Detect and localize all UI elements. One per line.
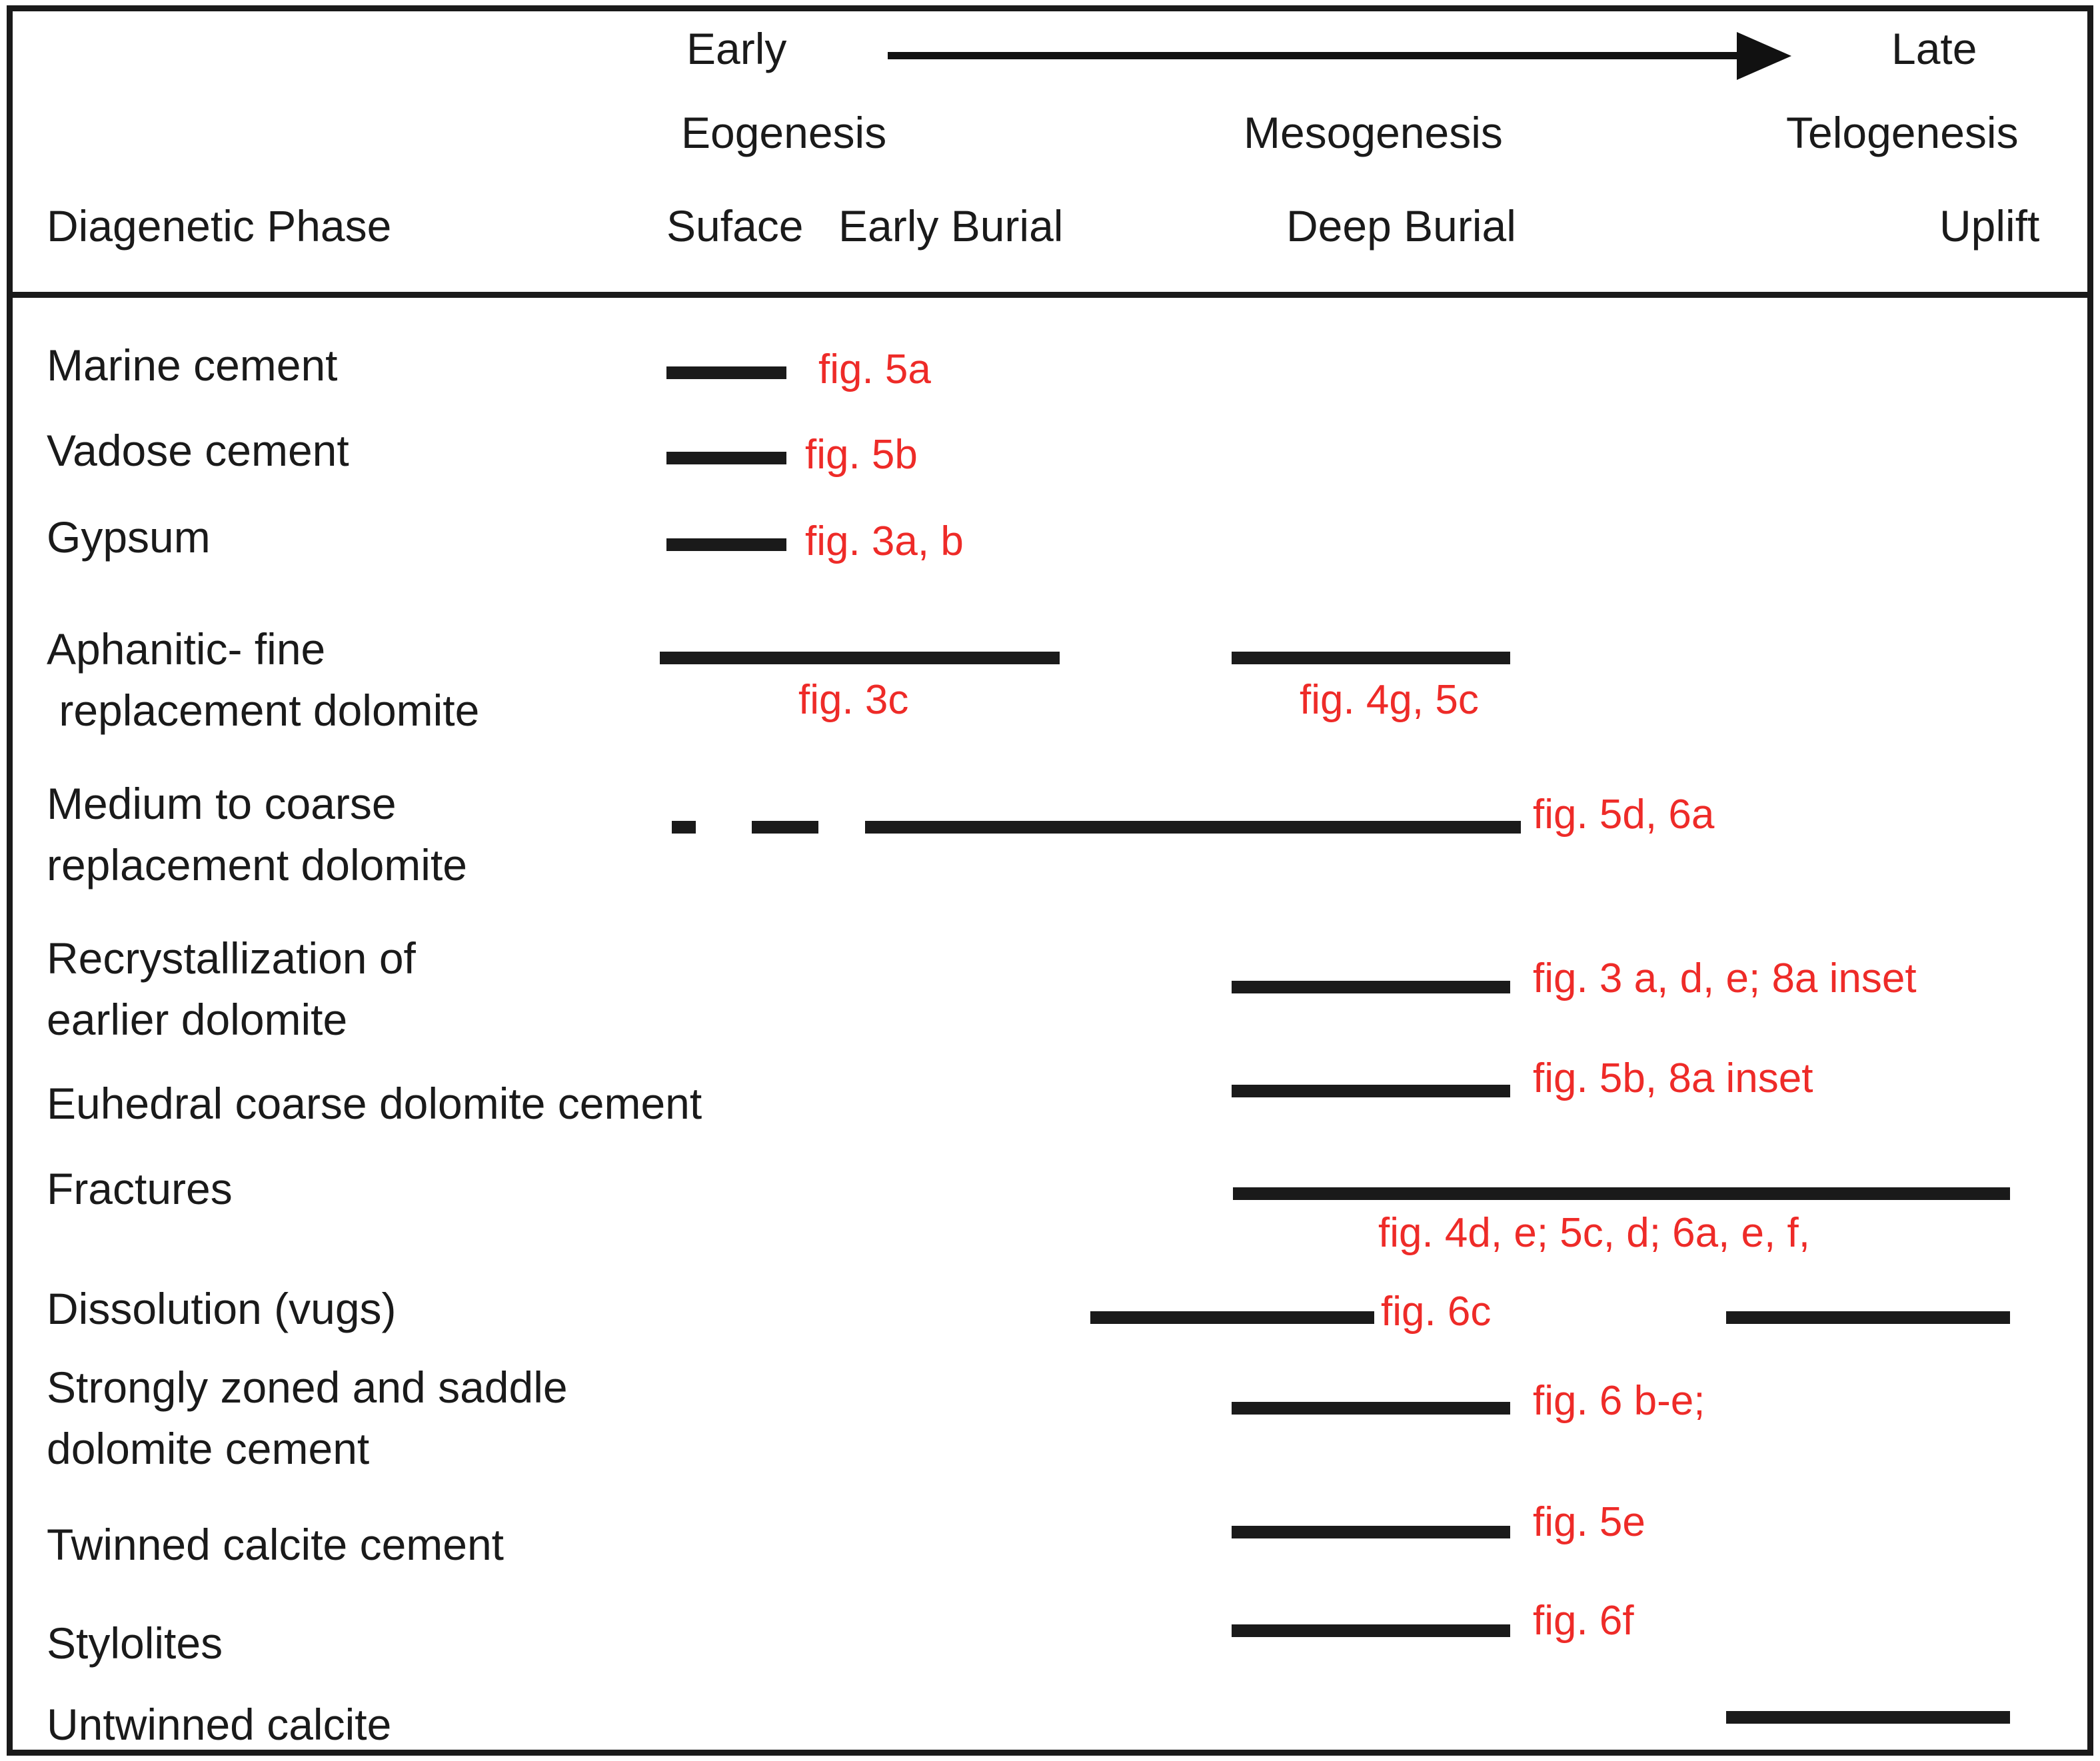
row-label-vadose-cement: Vadose cement xyxy=(47,426,349,475)
figref-gypsum: fig. 3a, b xyxy=(805,518,964,564)
bar-medium-coarse-main xyxy=(865,821,1521,834)
row-label-gypsum: Gypsum xyxy=(47,512,211,562)
figref-stylolites: fig. 6f xyxy=(1533,1598,1634,1644)
setting-early-burial-label: Early Burial xyxy=(838,201,1064,251)
bar-dissolution-1 xyxy=(1090,1311,1374,1324)
figref-recrystallization: fig. 3 a, d, e; 8a inset xyxy=(1533,955,1917,1001)
figref-aphanitic-fine-1: fig. 3c xyxy=(798,677,909,723)
time-early-label: Early xyxy=(686,24,787,73)
setting-uplift-label: Uplift xyxy=(1939,201,2040,251)
row-label-strongly-zoned-line1: Strongly zoned and saddle xyxy=(47,1363,568,1412)
regime-telogenesis-label: Telogenesis xyxy=(1786,108,2019,157)
row-label-recrystallization-line1: Recrystallization of xyxy=(47,933,416,983)
bar-aphanitic-fine-2 xyxy=(1232,652,1510,664)
bar-untwinned-calcite-1 xyxy=(1726,1711,2010,1724)
figref-vadose-cement: fig. 5b xyxy=(805,432,918,478)
figref-medium-coarse: fig. 5d, 6a xyxy=(1533,792,1715,838)
bar-euhedral-coarse-1 xyxy=(1232,1085,1510,1097)
figref-twinned-calcite: fig. 5e xyxy=(1533,1499,1645,1545)
setting-deep-burial-label: Deep Burial xyxy=(1286,201,1516,251)
row-label-medium-coarse-line1: Medium to coarse xyxy=(47,779,397,828)
figref-euhedral-coarse: fig. 5b, 8a inset xyxy=(1533,1055,1813,1101)
bar-strongly-zoned-1 xyxy=(1232,1402,1510,1415)
row-label-aphanitic-fine-line2: replacement dolomite xyxy=(47,686,480,735)
phase-column-header: Diagenetic Phase xyxy=(47,201,392,251)
figref-strongly-zoned: fig. 6 b-e; xyxy=(1533,1378,1705,1424)
figref-dissolution: fig. 6c xyxy=(1381,1289,1492,1335)
header-divider xyxy=(7,292,2093,298)
bar-twinned-calcite-1 xyxy=(1232,1526,1510,1538)
bar-medium-coarse-dash-1 xyxy=(672,821,696,834)
row-label-euhedral-coarse: Euhedral coarse dolomite cement xyxy=(47,1079,702,1128)
regime-mesogenesis-label: Mesogenesis xyxy=(1244,108,1503,157)
row-label-recrystallization-line2: earlier dolomite xyxy=(47,995,348,1044)
bar-marine-cement-1 xyxy=(666,366,786,379)
bar-vadose-cement-1 xyxy=(666,452,786,464)
regime-eogenesis-label: Eogenesis xyxy=(681,108,887,157)
row-label-stylolites: Stylolites xyxy=(47,1618,223,1668)
setting-surface-label: Suface xyxy=(666,201,804,251)
row-label-aphanitic-fine-line1: Aphanitic- fine xyxy=(47,624,326,674)
bar-dissolution-2 xyxy=(1726,1311,2010,1324)
row-label-untwinned-calcite: Untwinned calcite xyxy=(47,1700,392,1749)
row-label-twinned-calcite: Twinned calcite cement xyxy=(47,1520,505,1569)
row-label-dissolution: Dissolution (vugs) xyxy=(47,1284,397,1333)
figref-fractures: fig. 4d, e; 5c, d; 6a, e, f, xyxy=(1378,1210,1810,1256)
time-late-label: Late xyxy=(1891,24,1977,73)
bar-recrystallization-1 xyxy=(1232,981,1510,993)
row-label-medium-coarse-line2: replacement dolomite xyxy=(47,840,467,889)
bar-aphanitic-fine-1 xyxy=(660,652,1060,664)
row-label-marine-cement: Marine cement xyxy=(47,340,338,390)
figref-aphanitic-fine-2: fig. 4g, 5c xyxy=(1300,677,1479,723)
bar-medium-coarse-dash-2 xyxy=(752,821,818,834)
figref-marine-cement: fig. 5a xyxy=(818,346,931,392)
bar-gypsum-1 xyxy=(666,538,786,551)
time-arrow-head xyxy=(1737,32,1791,80)
row-label-fractures: Fractures xyxy=(47,1164,233,1213)
bar-fractures-1 xyxy=(1233,1187,2010,1200)
row-label-strongly-zoned-line2: dolomite cement xyxy=(47,1424,370,1473)
bar-stylolites-1 xyxy=(1232,1624,1510,1637)
time-arrow-shaft xyxy=(888,52,1747,59)
